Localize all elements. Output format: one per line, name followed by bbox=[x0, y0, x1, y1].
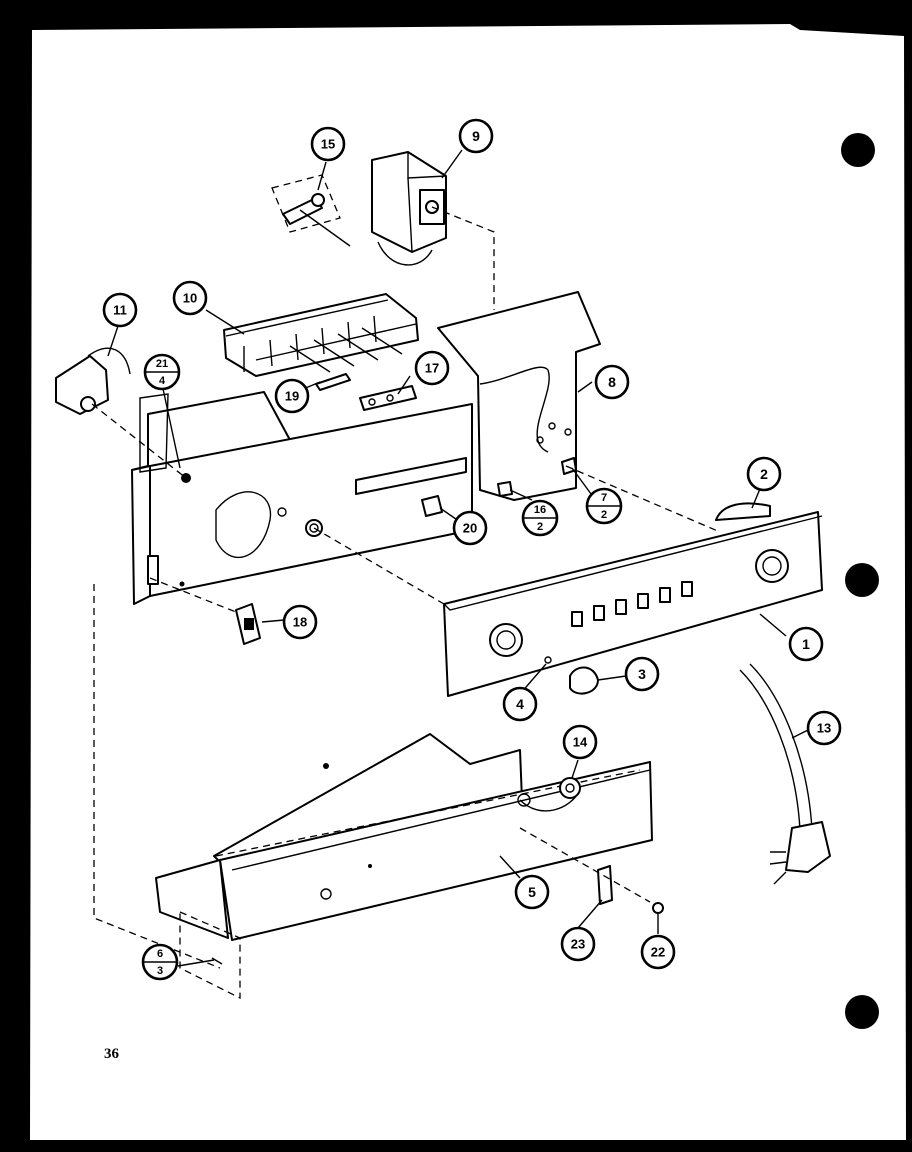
part-11-motor bbox=[55, 347, 187, 479]
callout-21-over-4: 21 4 bbox=[143, 353, 181, 391]
svg-text:8: 8 bbox=[608, 374, 616, 390]
part-23-cable-clip bbox=[597, 865, 613, 905]
callout-10: 10 bbox=[172, 280, 208, 316]
svg-text:3: 3 bbox=[157, 965, 163, 977]
binder-hole-top bbox=[841, 133, 875, 167]
part-16-screw bbox=[497, 481, 513, 497]
callout-8: 8 bbox=[594, 364, 630, 400]
part-1-front-panel bbox=[313, 465, 823, 697]
main-housing bbox=[131, 391, 473, 605]
callout-6-over-3: 6 3 bbox=[141, 943, 179, 981]
callout-17: 17 bbox=[414, 350, 450, 386]
svg-text:3: 3 bbox=[638, 666, 646, 682]
callout-3: 3 bbox=[624, 656, 660, 692]
part-18-switch bbox=[149, 577, 261, 645]
svg-text:9: 9 bbox=[472, 128, 480, 144]
part-22-guide-line bbox=[519, 827, 651, 903]
part-19-screw bbox=[315, 373, 351, 391]
callout-16-over-2: 16 2 bbox=[521, 499, 559, 537]
callout-1: 1 bbox=[788, 626, 824, 662]
svg-text:11: 11 bbox=[113, 303, 127, 318]
svg-text:13: 13 bbox=[817, 721, 831, 736]
binder-hole-middle bbox=[845, 563, 879, 597]
svg-text:18: 18 bbox=[293, 615, 307, 630]
svg-text:10: 10 bbox=[183, 291, 197, 306]
svg-text:17: 17 bbox=[425, 361, 439, 376]
part-7-screw bbox=[561, 457, 577, 475]
svg-text:21: 21 bbox=[156, 358, 168, 370]
svg-text:4: 4 bbox=[516, 696, 524, 712]
callout-20: 20 bbox=[452, 510, 488, 546]
part-17-clip bbox=[359, 385, 417, 411]
callout-5: 5 bbox=[514, 874, 550, 910]
svg-text:7: 7 bbox=[601, 492, 607, 504]
svg-text:4: 4 bbox=[159, 375, 166, 387]
callout-7-over-2: 7 2 bbox=[585, 487, 623, 525]
svg-text:20: 20 bbox=[463, 521, 477, 536]
part-3-knob bbox=[544, 656, 599, 695]
callout-22: 22 bbox=[640, 934, 676, 970]
part-2-lamp bbox=[715, 502, 771, 521]
part-9-control-box bbox=[371, 151, 495, 310]
svg-text:19: 19 bbox=[285, 389, 299, 404]
callout-14: 14 bbox=[562, 724, 598, 760]
svg-text:6: 6 bbox=[157, 948, 163, 960]
part-8-back-plate bbox=[437, 291, 601, 501]
callout-19: 19 bbox=[274, 378, 310, 414]
svg-text:15: 15 bbox=[321, 137, 335, 152]
callout-2: 2 bbox=[746, 456, 782, 492]
callout-4: 4 bbox=[502, 686, 538, 722]
svg-text:2: 2 bbox=[537, 521, 543, 533]
callout-13: 13 bbox=[806, 710, 842, 746]
callout-18: 18 bbox=[282, 604, 318, 640]
svg-text:2: 2 bbox=[601, 509, 607, 521]
part-10-terminal-block bbox=[223, 293, 419, 377]
svg-text:22: 22 bbox=[651, 945, 665, 960]
part-20-fuse bbox=[421, 495, 443, 517]
svg-text:23: 23 bbox=[571, 937, 585, 952]
part-13-power-cord bbox=[739, 663, 831, 885]
part-14-grommet bbox=[559, 777, 581, 799]
page-number: 36 bbox=[104, 1046, 120, 1062]
callout-23: 23 bbox=[560, 926, 596, 962]
callout-11: 11 bbox=[102, 292, 138, 328]
binder-hole-bottom bbox=[845, 995, 879, 1029]
callout-15: 15 bbox=[310, 126, 346, 162]
svg-text:5: 5 bbox=[528, 884, 536, 900]
svg-text:16: 16 bbox=[534, 504, 546, 516]
part-15-sensor-tube bbox=[271, 174, 351, 247]
part-22-screw bbox=[652, 902, 664, 914]
svg-text:1: 1 bbox=[802, 636, 810, 652]
callout-9: 9 bbox=[458, 118, 494, 154]
svg-text:2: 2 bbox=[760, 466, 768, 482]
svg-text:14: 14 bbox=[573, 735, 588, 750]
